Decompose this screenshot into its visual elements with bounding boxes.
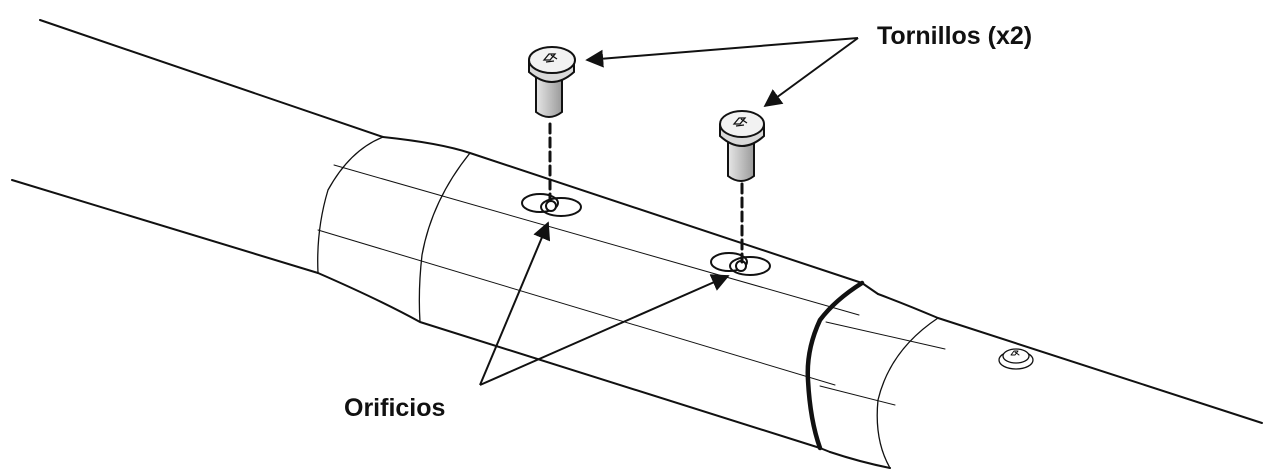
arrow-icon	[479, 274, 730, 386]
hole-icon	[521, 193, 582, 217]
right-section	[819, 293, 1263, 469]
central-sleeve	[317, 136, 863, 449]
arrow-icon	[479, 221, 551, 386]
holes-label: Orificios	[344, 394, 446, 422]
left-pole	[11, 19, 384, 274]
arrow-icon	[585, 37, 859, 68]
screws-label: Tornillos (x2)	[877, 22, 1033, 50]
small-fastener-icon	[998, 348, 1034, 370]
screw-icon	[528, 46, 576, 118]
screw-icon	[719, 110, 765, 182]
collar-band	[805, 280, 879, 453]
arrow-icon	[763, 37, 859, 108]
